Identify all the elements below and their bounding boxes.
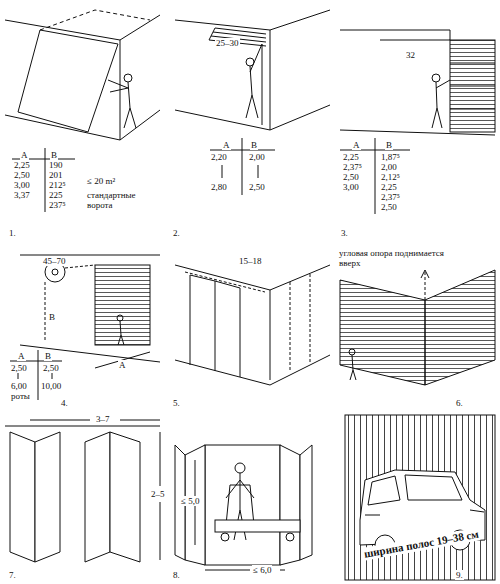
figure-label: 2,00 [248,152,266,162]
figure-label: B [385,140,393,150]
figure-label: 212⁵ [48,180,67,190]
figure-label: 2,25 [13,160,31,170]
figure-label: B [50,150,58,160]
figure-label: ≤ 5,0 [180,496,200,506]
figure-label: 2,50 [42,363,60,373]
figure-label: 2–5 [150,489,166,499]
figure-label: B [48,312,56,322]
figure-label: A [17,351,26,361]
figure-label: роты [10,391,31,401]
figure-label: 3,37 [13,190,31,200]
figure-label: B [250,140,258,150]
figure-label: 45–70 [42,256,67,266]
figure-label: ≤ 20 m² [86,176,116,186]
figure-label: 8. [172,570,181,580]
figure-label: 9. [455,570,464,580]
figure-label: B [44,351,52,361]
figure-label: A [352,140,361,150]
figure-label: 3–7 [95,414,111,424]
figure-label: 237⁵ [48,200,67,210]
figure-label: 2,37⁵ [380,192,401,202]
figure-label: 201 [48,170,64,180]
figure-label: 15–18 [238,256,263,266]
figure-label: 3. [340,228,349,238]
figure-label: A [222,140,231,150]
figure-label: угловая опора поднимается вверх [338,248,445,268]
figure-label: 2,50 [342,172,360,182]
figure-label: 2,00 [380,162,398,172]
figure-label: 7. [8,570,17,580]
figure-label: 1. [8,228,17,238]
figure-label: 2,50 [380,202,398,212]
figure-label: 2,37⁵ [342,162,363,172]
figure-label: стандартные ворота [86,190,160,210]
figure-label: 32 [405,50,416,60]
figure-label: A [20,150,29,160]
figure-label: 3,00 [13,180,31,190]
figure-label: 2,20 [210,152,228,162]
figure-label: 25–30 [215,38,240,48]
figure-label: 4. [60,398,69,408]
figure-label: 5. [172,398,181,408]
figure-label: 190 [48,160,64,170]
figure-label: 3,00 [342,182,360,192]
figure-label: 2,50 [10,363,28,373]
figure-label: 2,25 [380,182,398,192]
figure-label: 2. [172,228,181,238]
figure-label: 2,50 [13,170,31,180]
figure-label: 6,00 [10,381,28,391]
figure-label: 225 [48,190,64,200]
figure-label: 1,87⁵ [380,152,401,162]
figure-label: A [118,360,127,370]
figure-label: 2,50 [248,182,266,192]
figure-label: 2,25 [342,152,360,162]
figure-label: ≤ 6,0 [252,565,272,575]
figure-label: 2,80 [210,182,228,192]
figure-label: 10,00 [40,381,62,391]
figure-label: 2,12⁵ [380,172,401,182]
figure-label: 6. [455,398,464,408]
